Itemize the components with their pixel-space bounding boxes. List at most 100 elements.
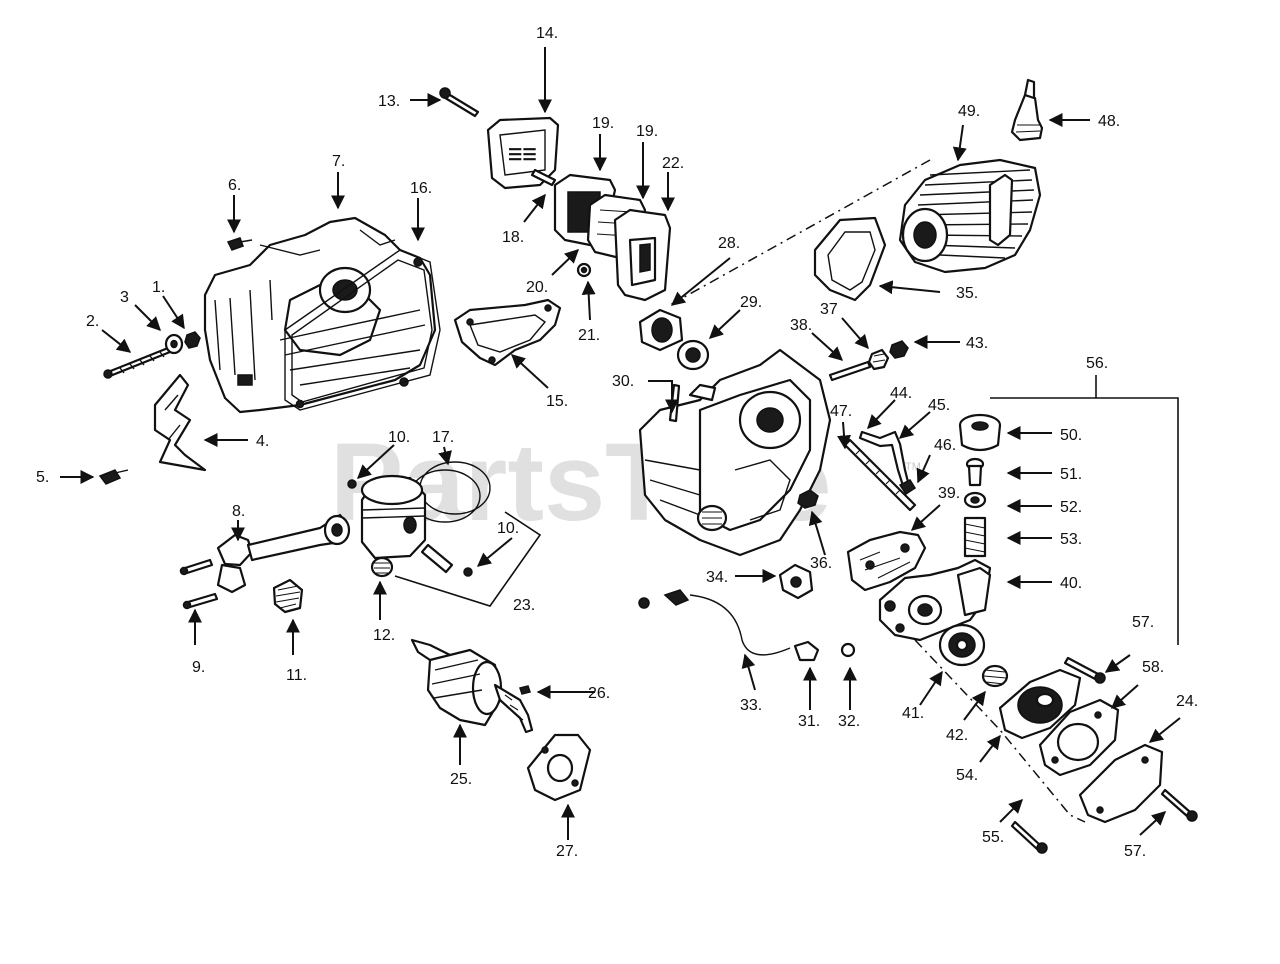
bearing-12-part: [370, 556, 394, 578]
callout-52: 52.: [1060, 499, 1082, 516]
seal-29-part: [676, 339, 710, 371]
nut-37-part: [867, 348, 890, 371]
callout-9: 9.: [192, 659, 205, 676]
callout-38: 38.: [790, 317, 812, 334]
screw-51-part: [965, 457, 985, 487]
gasket-16-part: [284, 249, 441, 411]
callout-48: 48.: [1098, 113, 1120, 130]
callout-labels: 1. 2. 3 4. 5. 6. 7. 8. 9. 10. 10. 11. 12…: [36, 25, 1198, 860]
callout-27: 27.: [556, 843, 578, 860]
assembly-23-bracket: [394, 511, 542, 607]
bolt-13-part: [439, 87, 480, 118]
callout-16: 16.: [410, 180, 432, 197]
callout-50: 50.: [1060, 427, 1082, 444]
spring-53-part: [963, 516, 987, 558]
callout-19b: 19.: [636, 123, 658, 140]
cap-50-part: [958, 413, 1002, 452]
callout-34: 34.: [706, 569, 728, 586]
callout-29: 29.: [740, 294, 762, 311]
callout-37: 37: [820, 301, 838, 318]
callout-23: 23.: [513, 597, 535, 614]
cover-15-part: [453, 298, 562, 367]
callout-30: 30.: [612, 373, 634, 390]
callout-18: 18.: [502, 229, 524, 246]
callout-45: 45.: [928, 397, 950, 414]
screw-57b-part: [1160, 788, 1198, 822]
callout-47: 47.: [830, 403, 852, 420]
callout-33: 33.: [740, 697, 762, 714]
bracket-4-part: [153, 373, 207, 472]
bearing-11-part: [272, 578, 304, 614]
plug-32-part: [840, 642, 856, 658]
callout-19a: 19.: [592, 115, 614, 132]
piston-part: [360, 474, 427, 560]
fitting-34-part: [778, 563, 814, 600]
bolt-9b-part: [182, 592, 219, 610]
callout-24: 24.: [1176, 693, 1198, 710]
cylinder-49-part: [898, 158, 1042, 274]
callout-11: 11.: [286, 667, 307, 684]
callout-14: 14.: [536, 25, 558, 42]
seal-41-part: [938, 623, 986, 667]
screw-5-part: [98, 469, 129, 485]
nut-43-part: [889, 340, 909, 359]
screw-55-part: [1010, 820, 1048, 854]
crankcase-right-part: [638, 348, 832, 557]
nut-21-part: [576, 262, 592, 278]
callout-17: 17.: [432, 429, 454, 446]
callout-12: 12.: [373, 627, 395, 644]
callout-13: 13.: [378, 93, 400, 110]
oil-pump-40-part: [878, 558, 992, 642]
gasket-39-part: [846, 530, 927, 592]
reed-block-14-part: ☰☰: [486, 116, 560, 190]
callout-32: 32.: [838, 713, 860, 730]
callout-22: 22.: [662, 155, 684, 172]
callout-58: 58.: [1142, 659, 1164, 676]
screw-6-part: [226, 237, 253, 251]
callout-55: 55.: [982, 829, 1004, 846]
screw-57a-part: [1063, 656, 1106, 684]
bushing-28-part: [638, 308, 684, 352]
callout-42: 42.: [946, 727, 968, 744]
bolt-2-part: [103, 346, 172, 379]
callout-5: 5.: [36, 469, 49, 486]
bolt-9a-part: [179, 558, 214, 576]
callout-2: 2.: [86, 313, 99, 330]
callout-26: 26.: [588, 685, 610, 702]
callout-10a: 10.: [388, 429, 410, 446]
key-26-part: [519, 685, 531, 695]
wrist-pin-part: [420, 543, 454, 574]
callout-arrows: [60, 47, 1181, 840]
assembly-56-bracket: [990, 397, 1179, 645]
spark-plug-48-part: [1010, 78, 1044, 142]
fitting-36-part: [797, 489, 819, 509]
callout-6: 6.: [228, 177, 241, 194]
callout-49: 49.: [958, 103, 980, 120]
callout-15: 15.: [546, 393, 568, 410]
callout-46: 46.: [934, 437, 956, 454]
diaphragm-54-part: [998, 668, 1082, 740]
crankshaft-25-part: [410, 638, 534, 734]
callout-43: 43.: [966, 335, 988, 352]
callout-36: 36.: [810, 555, 832, 572]
reed-block-marking: ☰☰: [508, 145, 537, 164]
washer-52-part: [963, 491, 987, 509]
callout-10b: 10.: [497, 520, 519, 537]
callout-35: 35.: [956, 285, 978, 302]
cover-24-part: [1078, 743, 1164, 824]
callout-31: 31.: [798, 713, 820, 730]
watermark-trademark: TM: [905, 461, 921, 473]
oil-line-33-part: [638, 589, 791, 656]
callout-28: 28.: [718, 235, 740, 252]
callout-3: 3: [120, 289, 129, 306]
callout-57b: 57.: [1124, 843, 1146, 860]
callout-53: 53.: [1060, 531, 1082, 548]
callout-25: 25.: [450, 771, 472, 788]
callout-20: 20.: [526, 279, 548, 296]
callout-21: 21.: [578, 327, 600, 344]
callout-7: 7.: [332, 153, 345, 170]
callout-56: 56.: [1086, 355, 1108, 372]
intake-manifold-22-part: [613, 208, 672, 302]
callout-44: 44.: [890, 385, 912, 402]
